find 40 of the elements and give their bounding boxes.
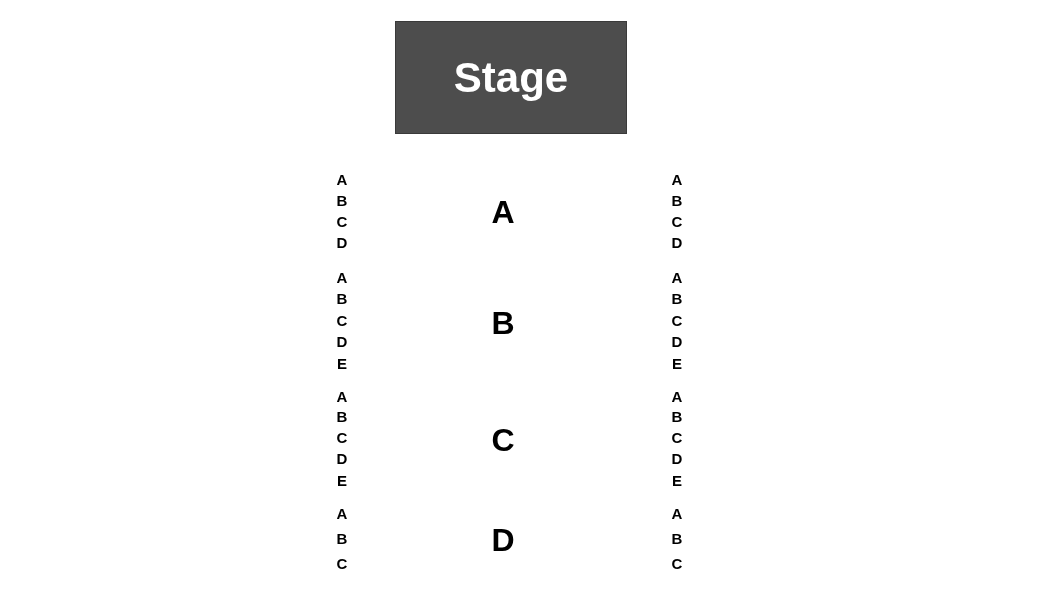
row-label: D <box>671 333 683 349</box>
row-label: C <box>336 312 348 328</box>
row-label: A <box>671 505 683 521</box>
section-label: D <box>491 524 515 556</box>
row-label: D <box>671 450 683 466</box>
row-label: E <box>337 472 347 488</box>
row-label: C <box>671 312 683 328</box>
row-label: D <box>336 450 348 466</box>
row-label: E <box>672 355 682 371</box>
row-label: B <box>336 530 348 546</box>
row-label: A <box>336 505 348 521</box>
row-label: A <box>336 269 348 285</box>
row-label: B <box>671 530 683 546</box>
row-label: E <box>337 355 347 371</box>
row-label: B <box>671 408 683 424</box>
section-label: C <box>491 424 515 456</box>
stage-label: Stage <box>453 53 569 102</box>
row-label: B <box>336 290 348 306</box>
row-label: A <box>671 269 683 285</box>
row-label: A <box>336 388 348 404</box>
row-label: D <box>336 333 348 349</box>
row-label: C <box>671 555 683 571</box>
row-label: A <box>671 171 683 187</box>
row-label: C <box>336 429 348 445</box>
row-label: B <box>336 408 348 424</box>
row-label: C <box>336 213 348 229</box>
row-label: B <box>671 192 683 208</box>
row-label: C <box>671 213 683 229</box>
stage-block <box>395 21 627 134</box>
row-label: A <box>336 171 348 187</box>
row-label: D <box>336 234 348 250</box>
row-label: B <box>671 290 683 306</box>
section-label: A <box>491 196 515 228</box>
section-label: B <box>491 307 515 339</box>
row-label: D <box>671 234 683 250</box>
row-label: C <box>336 555 348 571</box>
row-label: E <box>672 472 682 488</box>
row-label: C <box>671 429 683 445</box>
row-label: B <box>336 192 348 208</box>
row-label: A <box>671 388 683 404</box>
